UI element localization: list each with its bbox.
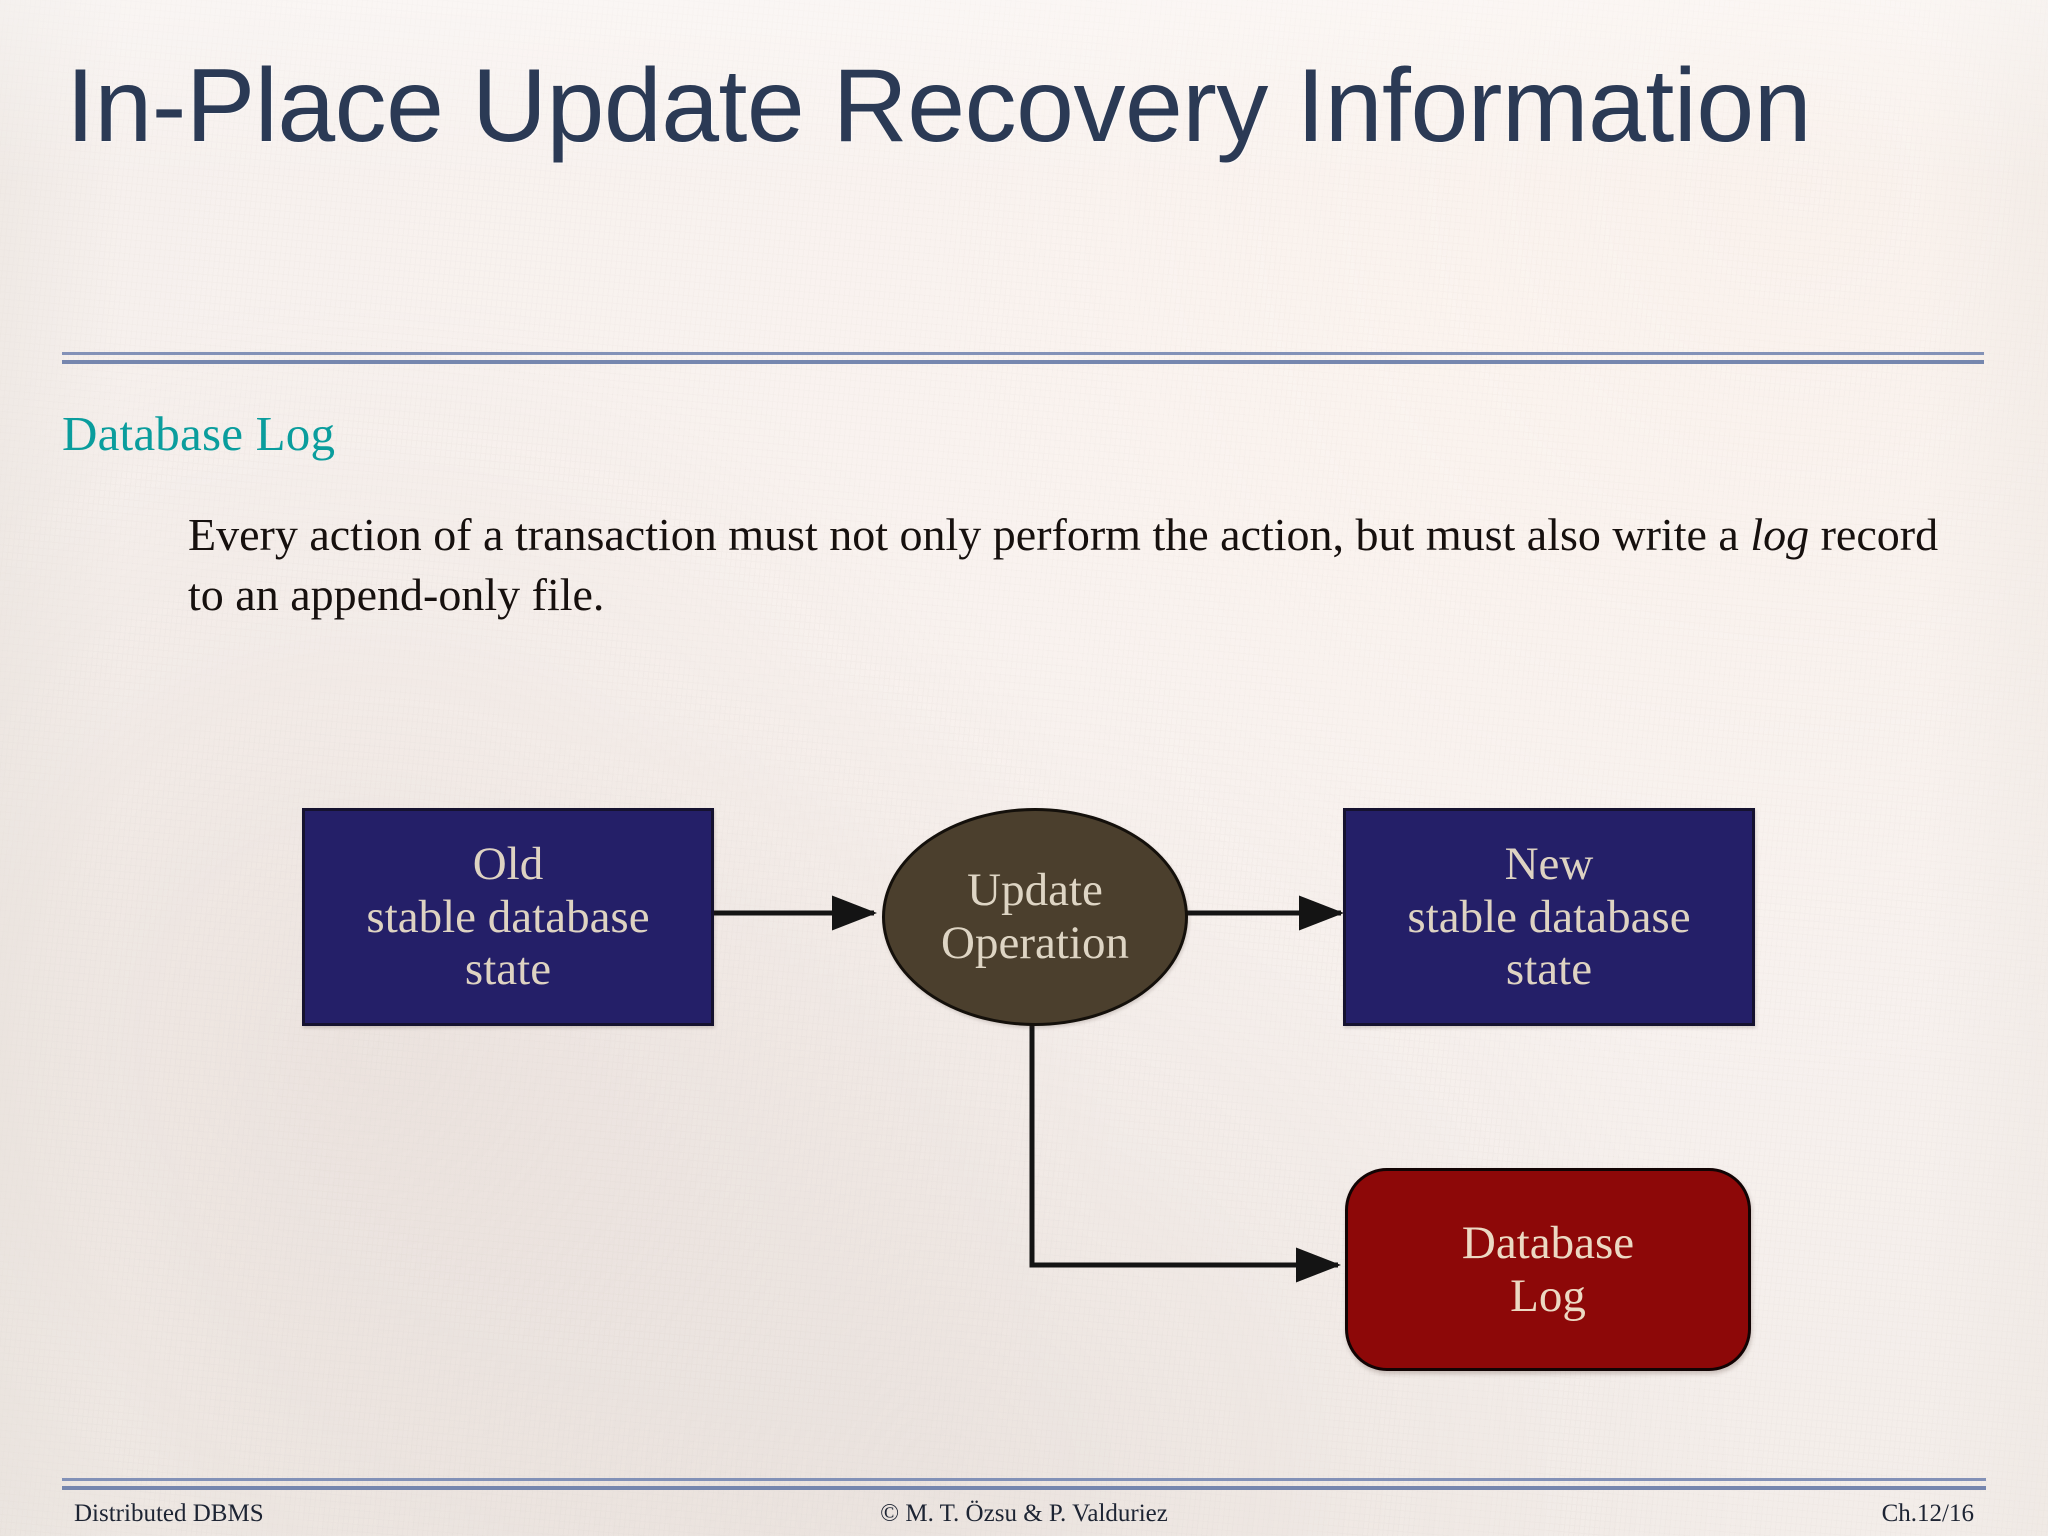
body-text-part-1: Every action of a transaction must not o… (188, 509, 1751, 560)
header-divider-line-top (62, 352, 1984, 355)
footer-divider-line-top (62, 1478, 1986, 1481)
footer-left-label: Distributed DBMS (74, 1500, 264, 1527)
section-heading: Database Log (62, 406, 336, 461)
diagram-node-old-state[interactable]: Old stable database state (302, 808, 714, 1026)
diagram-node-database-log[interactable]: Database Log (1345, 1168, 1751, 1371)
header-divider (62, 352, 1984, 364)
footer-divider-line-bottom (62, 1486, 1986, 1490)
footer-center-label: © M. T. Özsu & P. Valduriez (880, 1500, 1168, 1527)
footer-right-label: Ch.12/16 (1881, 1500, 1974, 1527)
footer-divider (62, 1478, 1986, 1490)
body-text-part-2: record to an append-only file. (188, 509, 1939, 620)
body-text-emphasis: log (1750, 509, 1810, 560)
edge-update-op-to-database-log (1029, 1018, 1342, 1283)
page-title: In-Place Update Recovery Information (66, 48, 1812, 164)
header-divider-line-bottom (62, 360, 1984, 364)
body-paragraph: Every action of a transaction must not o… (188, 505, 1978, 625)
diagram-node-new-state[interactable]: New stable database state (1343, 808, 1755, 1026)
diagram-node-update-operation[interactable]: Update Operation (882, 808, 1188, 1026)
